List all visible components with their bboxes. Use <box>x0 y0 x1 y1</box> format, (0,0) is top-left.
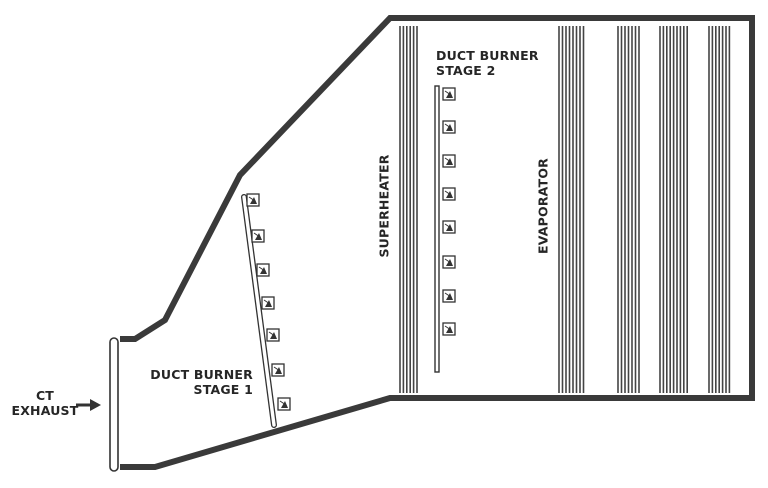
duct-burner-icon <box>442 289 456 303</box>
duct-burner-stage2-label-line2: STAGE 2 <box>436 63 495 78</box>
ct-exhaust-label-line2: EXHAUST <box>11 403 78 418</box>
duct-burner-icon <box>442 87 456 101</box>
duct-burner-icon <box>271 363 285 377</box>
duct-burner-icon <box>442 220 456 234</box>
duct-burner-icon <box>277 397 291 411</box>
duct-burner-icon <box>442 322 456 336</box>
arrow-right-icon <box>76 399 101 411</box>
duct-burner-stage2-label-line1: DUCT BURNER <box>436 48 539 63</box>
evaporator-tube-bundle-1 <box>558 26 585 393</box>
duct-burner-stage1-label-line1: DUCT BURNER <box>150 367 253 382</box>
superheater-label: SUPERHEATER <box>377 154 392 257</box>
duct-burner-icon <box>256 263 270 277</box>
evaporator-tube-bundle-3 <box>659 26 689 393</box>
superheater-tube-bundle <box>399 26 418 393</box>
ct-exhaust-label-line1: CT <box>36 388 54 403</box>
inlet-plate <box>109 337 119 472</box>
duct-burner-icon <box>246 193 260 207</box>
duct-burner-icon <box>442 187 456 201</box>
duct-burner-icon <box>442 255 456 269</box>
duct-burner-stage1-label-line2: STAGE 1 <box>194 382 253 397</box>
duct-burner-icon <box>251 229 265 243</box>
duct-burner-stage1-burners <box>246 193 291 411</box>
duct-outline <box>120 15 755 470</box>
duct-burner-icon <box>261 296 275 310</box>
duct-burner-stage1-manifold <box>241 194 277 428</box>
duct-burner-stage2-manifold <box>434 85 440 373</box>
duct-burner-icon <box>442 120 456 134</box>
duct-burner-stage2-burners <box>442 87 456 336</box>
evaporator-tube-bundle-2 <box>617 26 640 393</box>
evaporator-label: EVAPORATOR <box>536 158 551 254</box>
duct-burner-icon <box>442 154 456 168</box>
duct-burner-icon <box>266 328 280 342</box>
evaporator-tube-bundle-4 <box>708 26 731 393</box>
